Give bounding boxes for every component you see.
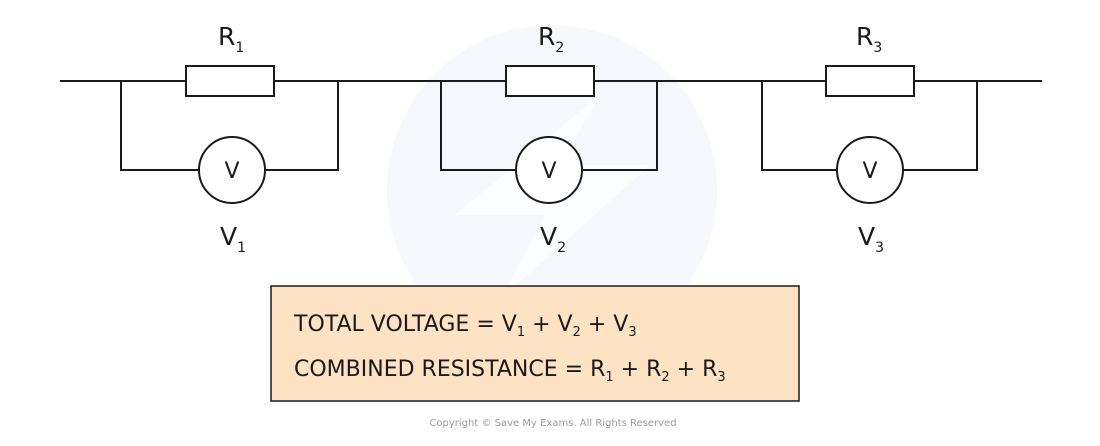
parallel-branch-left-1 [120, 81, 200, 171]
stage-2: V R2 V2 [440, 22, 658, 256]
voltmeter-label-3: V3 [858, 222, 884, 256]
voltmeter-label-1: V1 [220, 222, 246, 256]
parallel-branch-right-3 [903, 81, 978, 171]
voltmeter-glyph-2: V [541, 159, 556, 184]
copyright-text: Copyright © Save My Exams. All Rights Re… [429, 418, 676, 429]
combined-resistance-equation: COMBINED RESISTANCE = R1 + R2 + R3 [294, 357, 726, 385]
voltmeter-2 [515, 136, 583, 204]
parallel-branch-left-3 [761, 81, 837, 171]
equation-box-background [270, 285, 800, 402]
resistor-label-1: R1 [218, 22, 244, 56]
parallel-branch-left-2 [440, 81, 515, 171]
voltmeter-3 [836, 136, 904, 204]
parallel-branch-right-1 [265, 81, 339, 171]
total-voltage-equation: TOTAL VOLTAGE = V1 + V2 + V3 [293, 312, 637, 340]
resistor-1 [185, 65, 275, 97]
stage-1: V R1 V1 [120, 22, 339, 256]
parallel-branch-right-2 [583, 81, 658, 171]
equation-box: TOTAL VOLTAGE = V1 + V2 + V3 COMBINED RE… [270, 285, 800, 402]
resistor-2 [505, 65, 595, 97]
voltmeter-1 [198, 136, 266, 204]
voltmeter-glyph-1: V [224, 159, 239, 184]
resistor-3 [825, 65, 915, 97]
voltmeter-glyph-3: V [862, 159, 877, 184]
voltmeter-label-2: V2 [540, 222, 566, 256]
stage-3: V R3 V3 [761, 22, 978, 256]
resistor-label-2: R2 [538, 22, 564, 56]
resistor-label-3: R3 [856, 22, 882, 56]
